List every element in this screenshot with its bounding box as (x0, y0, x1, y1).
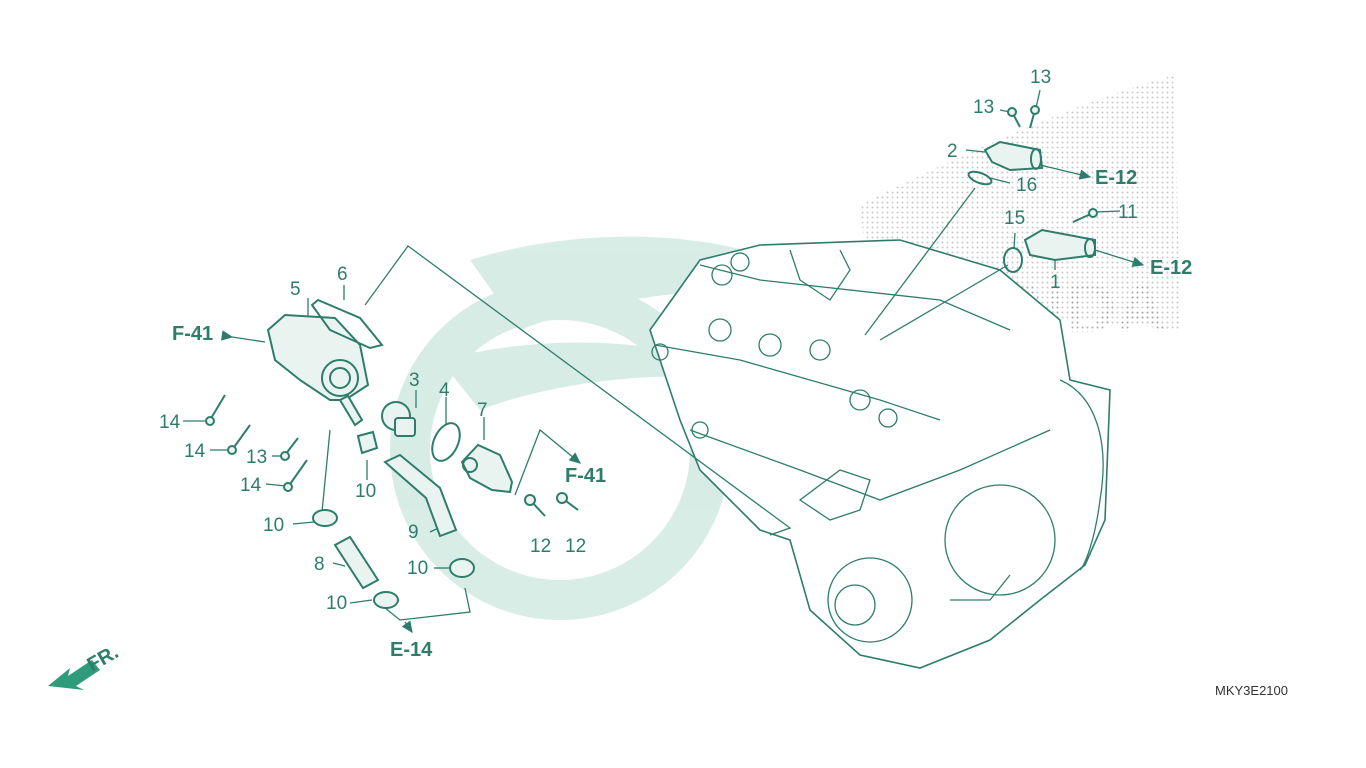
callout-13: 13 (973, 97, 994, 118)
callout-13: 13 (246, 447, 267, 468)
hose-joint-10 (356, 430, 379, 455)
water-pipe-1 (1023, 228, 1096, 262)
hose-8 (333, 535, 380, 590)
callout-10: 10 (263, 515, 284, 536)
hose-9 (383, 453, 458, 538)
diagram-code: MKY3E2100 (1215, 683, 1288, 698)
callout-2: 2 (947, 141, 958, 162)
o-ring-16 (967, 170, 993, 186)
water-pipe-2 (983, 140, 1044, 172)
callout-14: 14 (159, 412, 181, 433)
clamps-10 (312, 509, 475, 609)
housing-cover-7 (460, 443, 514, 494)
leader-lines (183, 89, 1145, 634)
callout-14: 14 (240, 475, 262, 496)
gasket-6 (310, 298, 384, 350)
callout-7: 7 (477, 400, 488, 421)
o-ring-4 (431, 422, 461, 462)
callout-15: 15 (1004, 208, 1025, 229)
callout-11: 11 (1118, 202, 1138, 223)
thermostat-housing (266, 313, 370, 427)
callout-12: 12 (530, 536, 551, 557)
callout-6: 6 (337, 264, 348, 285)
bolts-13-top (1007, 105, 1040, 129)
callout-5: 5 (290, 279, 301, 300)
o-ring-15 (1003, 247, 1023, 273)
callout-14: 14 (184, 441, 206, 462)
callout-4: 4 (439, 380, 450, 401)
callout-9: 9 (408, 522, 419, 543)
bolts-12 (524, 492, 579, 517)
reference-e12[interactable]: E-12 (1095, 167, 1137, 189)
callout-1: 1 (1050, 272, 1061, 293)
bolts-14-13 (205, 394, 308, 492)
callout-13: 13 (1030, 67, 1051, 88)
callout-3: 3 (409, 370, 420, 391)
reference-e12[interactable]: E-12 (1150, 257, 1192, 279)
callout-8: 8 (314, 554, 325, 575)
thermostat-3 (381, 401, 416, 437)
reference-e14[interactable]: E-14 (390, 639, 433, 661)
reference-f41[interactable]: F-41 (565, 465, 606, 487)
reference-f41[interactable]: F-41 (172, 323, 213, 345)
callout-10: 10 (355, 481, 376, 502)
engine-block (649, 239, 1111, 669)
callout-12: 12 (565, 536, 586, 557)
front-arrow-icon: FR. (48, 641, 122, 690)
bolt-11 (1072, 208, 1098, 223)
callout-16: 16 (1016, 175, 1037, 196)
callout-10: 10 (407, 558, 428, 579)
callout-10: 10 (326, 593, 347, 614)
